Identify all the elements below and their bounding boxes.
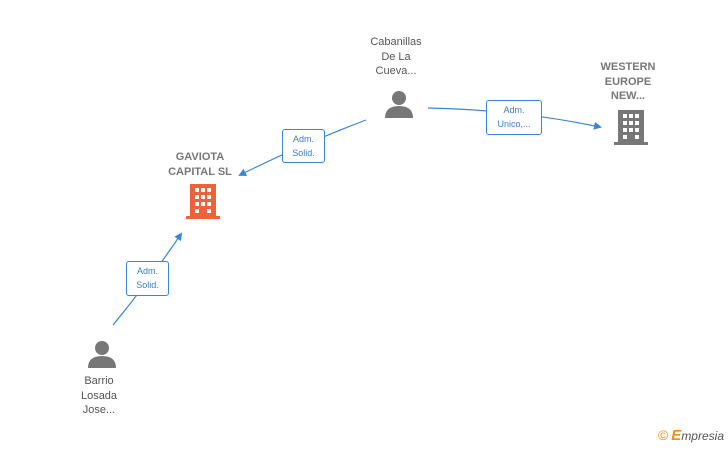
node-label-line: Losada <box>80 389 118 402</box>
node-label-line: Cueva... <box>375 65 417 77</box>
edge-label-line: Adm. <box>136 266 158 276</box>
edge-label-line: Adm. <box>292 134 314 144</box>
node-label-line: WESTERN <box>600 61 656 73</box>
person-node-cabanillas[interactable]: Cabanillas De La Cueva... <box>346 35 446 79</box>
person-icon[interactable] <box>384 90 414 118</box>
brand-name: mpresia <box>681 429 724 443</box>
edge-label-line: Solid. <box>136 280 159 290</box>
node-label-line: Barrio <box>84 375 114 387</box>
node-label-line: EUROPE <box>604 75 652 88</box>
building-icon[interactable] <box>614 110 648 146</box>
node-label-line: CAPITAL SL <box>168 165 232 178</box>
empresia-logo: ©Empresia <box>658 427 724 444</box>
brand-initial: E <box>671 427 682 444</box>
building-icon-main[interactable] <box>186 184 220 220</box>
edge-label-line: Unico,... <box>497 119 531 129</box>
person-node-barrio[interactable]: Barrio Losada Jose... <box>49 374 149 418</box>
company-node-western[interactable]: WESTERN EUROPE NEW... <box>578 60 678 104</box>
edge-label-line: Solid. <box>292 148 315 158</box>
edge-label-cabanillas-western[interactable]: Adm. Unico,... <box>486 100 542 135</box>
node-label-line: De La <box>381 50 411 63</box>
node-label-line: GAVIOTA <box>175 151 225 163</box>
edge-label-line: Adm. <box>503 105 525 115</box>
copyright-icon: © <box>657 427 669 443</box>
edge-label-barrio-gaviota[interactable]: Adm. Solid. <box>126 261 169 296</box>
node-label-line: Cabanillas <box>370 36 422 48</box>
person-icon[interactable] <box>87 340 117 368</box>
company-node-gaviota[interactable]: GAVIOTA CAPITAL SL <box>145 150 255 179</box>
node-label-line: Jose... <box>82 404 116 416</box>
edge-label-cabanillas-gaviota[interactable]: Adm. Solid. <box>282 129 325 163</box>
node-label-line: NEW... <box>610 90 646 102</box>
